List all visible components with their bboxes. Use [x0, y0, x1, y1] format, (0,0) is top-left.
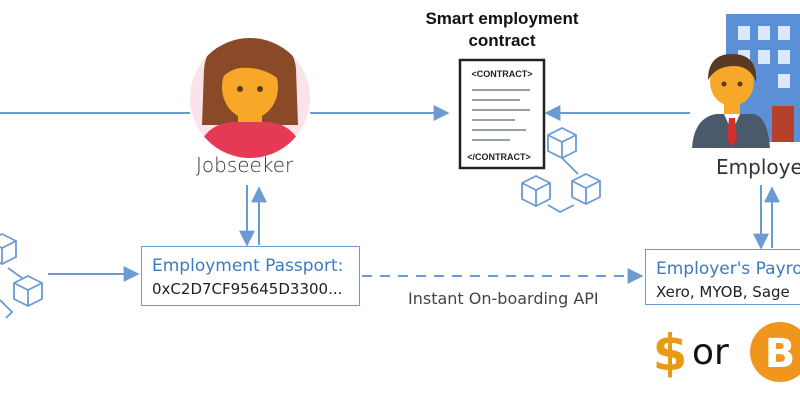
payroll-systems: Xero, MYOB, Sage — [656, 283, 790, 301]
payroll-heading: Employer's Payroll — [656, 259, 800, 279]
diagram-title-line2: contract — [468, 31, 536, 50]
diagram-title: Smart employment contract — [398, 8, 606, 52]
employer-avatar-icon — [692, 54, 770, 148]
diagram-title-line1: Smart employment — [425, 9, 579, 28]
bitcoin-symbol: B — [765, 331, 796, 377]
dollar-symbol: $ — [653, 324, 688, 382]
employer-payroll-box: Employer's Payroll Xero, MYOB, Sage — [645, 249, 800, 305]
employment-passport-box: Employment Passport: 0xC2D7CF95645D3300.… — [141, 246, 360, 306]
connectors — [0, 105, 780, 284]
employer-label: Employer — [716, 155, 800, 179]
dollar-icon: $ — [653, 324, 688, 382]
jobseeker-avatar-icon — [190, 38, 310, 158]
passport-address: 0xC2D7CF95645D3300... — [152, 280, 343, 298]
bitcoin-icon: B — [750, 322, 800, 382]
passport-heading: Employment Passport: — [152, 256, 344, 276]
blockchain-cubes-icon — [521, 126, 601, 214]
contract-open-tag: <CONTRACT> — [471, 69, 532, 79]
onboarding-api-label: Instant On-boarding API — [408, 289, 599, 308]
or-label: or — [692, 332, 729, 373]
contract-document-icon: <CONTRACT> </CONTRACT> — [458, 58, 546, 170]
jobseeker-label: Jobseeker — [196, 153, 294, 177]
left-blockchain-cubes-icon — [0, 232, 43, 319]
contract-close-tag: </CONTRACT> — [467, 152, 531, 162]
